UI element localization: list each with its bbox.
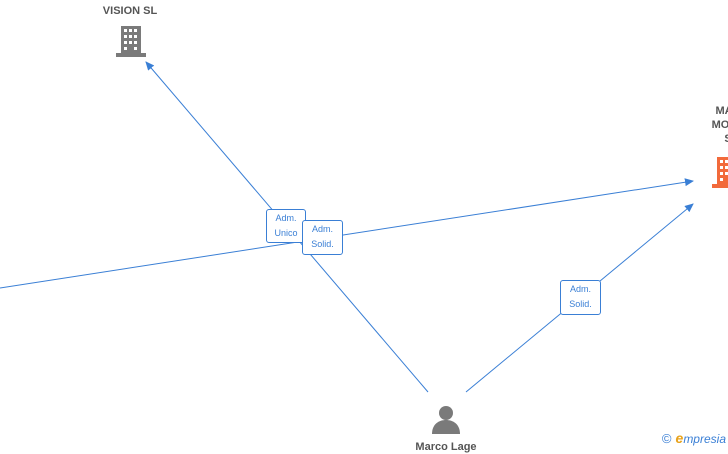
- company-label-mar[interactable]: MAR MOTO S: [690, 104, 728, 146]
- building-icon[interactable]: [116, 26, 146, 57]
- person-label[interactable]: Marco Lage: [415, 441, 477, 453]
- edge-left-to-mar[interactable]: [0, 178, 694, 289]
- edge-label-line: Solid.: [311, 239, 334, 249]
- company-label-line: S: [690, 132, 728, 146]
- edge-label-line: Adm.: [569, 284, 591, 294]
- company-label-vision[interactable]: VISION SL: [102, 5, 158, 17]
- edge-label-adm-solid-person-mar[interactable]: Adm. Solid.: [560, 280, 601, 315]
- copyright-symbol: ©: [661, 431, 672, 446]
- person-icon[interactable]: [432, 406, 460, 434]
- company-label-line: MAR: [715, 105, 728, 117]
- brand-name: mpresia: [683, 432, 726, 446]
- building-icon-highlighted[interactable]: [712, 157, 728, 188]
- edge-label-adm-solid[interactable]: Adm. Solid.: [302, 220, 343, 255]
- edge-label-line: Adm.: [311, 224, 333, 234]
- edge-label-line: Adm.: [275, 213, 297, 223]
- edge-label-line: Unico: [274, 228, 298, 238]
- edge-label-adm-unico[interactable]: Adm. Unico: [266, 209, 306, 243]
- company-label-line: MOTO: [711, 119, 728, 131]
- empresia-brand: ©empresia: [662, 430, 726, 446]
- brand-e-letter: e: [675, 430, 684, 446]
- edge-label-line: Solid.: [569, 299, 592, 309]
